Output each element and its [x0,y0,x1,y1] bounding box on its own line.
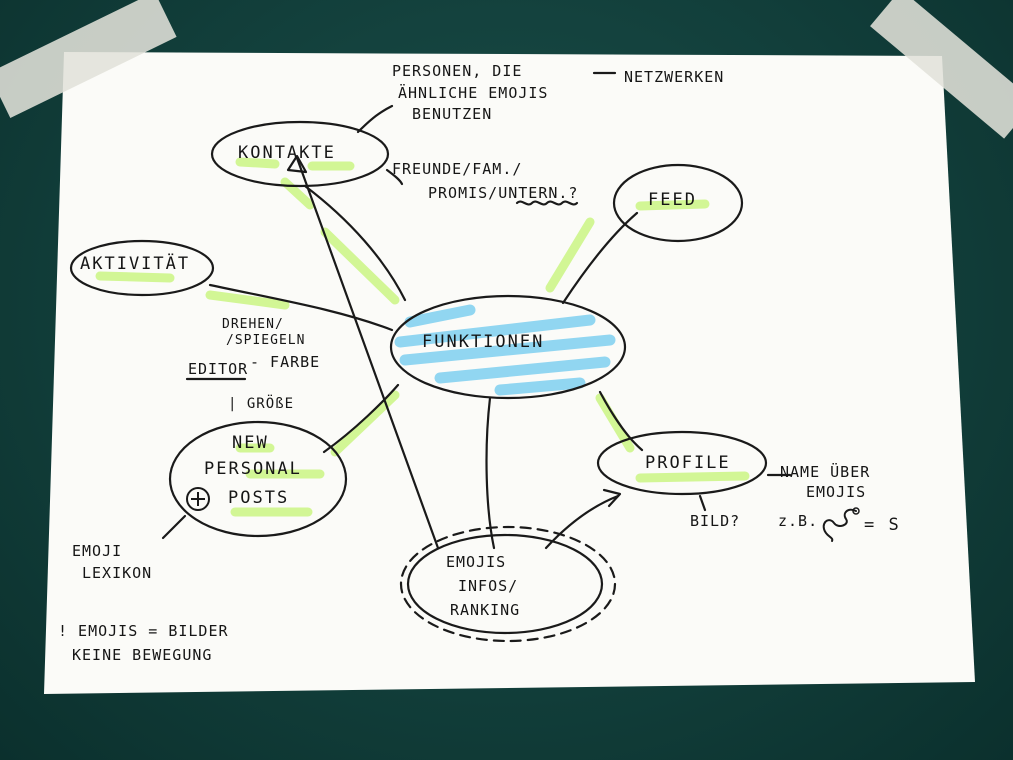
node-outlines [69,120,768,643]
node-emojis-line1: EMOJIS [446,553,507,571]
note-editor: EDITOR [188,360,249,378]
note-freunde-line1: FREUNDE/FAM./ [392,160,523,178]
node-kontakte: KONTAKTE [238,143,336,163]
note-lexikon-line1: EMOJI [72,542,123,560]
note-groesse: | GRÖßE [228,396,295,412]
connector-lines [161,71,792,550]
node-new-posts-line3: POSTS [228,488,290,508]
note-bilder-line1: ! EMOJIS = BILDER [58,622,229,640]
node-new-posts-line1: NEW [232,433,269,453]
node-emojis-line3: RANKING [450,601,521,619]
note-farbe: - FARBE [250,353,321,371]
snake-emoji-icon [822,507,860,542]
funktionen-highlight [394,304,616,396]
note-personen-line3: BENUTZEN [412,105,493,123]
note-name-line1: NAME ÜBER [780,463,871,481]
note-bild: BILD? [690,512,741,530]
note-name-line2: EMOJIS [806,483,867,501]
node-funktionen: FUNKTIONEN [422,332,545,352]
node-feed: FEED [648,190,697,210]
note-personen-line2: ÄHNLICHE EMOJIS [398,84,549,102]
note-drehen-line1: DREHEN/ [222,317,284,332]
note-bilder-line2: KEINE BEWEGUNG [72,646,213,664]
note-freunde-line2: PROMIS/UNTERN.? [428,184,579,202]
note-netzwerken: NETZWERKEN [624,68,725,86]
note-drehen-line2: /SPIEGELN [226,333,306,348]
note-equals-s: = S [864,515,901,535]
plus-circle-icon [186,487,210,511]
note-personen-line1: PERSONEN, DIE [392,62,523,80]
node-emojis-line2: INFOS/ [458,577,519,595]
node-profile: PROFILE [645,453,731,473]
node-aktivitaet: AKTIVITÄT [80,254,191,274]
note-zb: z.B. [778,512,819,530]
node-new-posts-line2: PERSONAL [204,459,302,479]
note-lexikon-line2: LEXIKON [82,564,153,582]
